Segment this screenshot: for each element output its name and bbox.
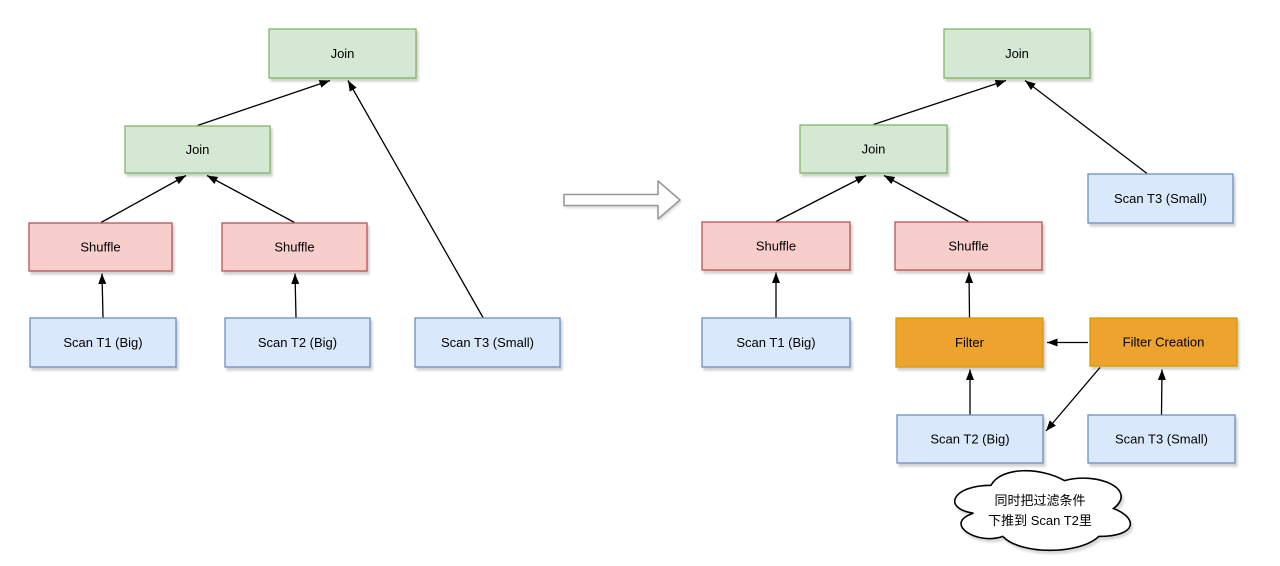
left-join-top-label: Join: [331, 46, 355, 61]
right-join-top-node: Join: [943, 28, 1091, 79]
edge-right-filter-creation-to-scan-t2: [1045, 367, 1101, 432]
edge-right-filter-to-shuffle-right: [965, 272, 974, 318]
left-shuffle-right-label: Shuffle: [274, 240, 314, 255]
edge-right-shuffle-left-to-join-mid: [775, 174, 867, 223]
left-plan: Join Join Shuffle Shuffle Scan T1 (Big) …: [28, 28, 561, 368]
left-join-mid-label: Join: [186, 142, 210, 157]
edge-right-shuffle-right-to-join-mid: [883, 174, 969, 223]
cloud-shape: [953, 469, 1131, 552]
right-scan-t2-node: Scan T2 (Big): [896, 414, 1044, 464]
left-shuffle-left-label: Shuffle: [80, 240, 120, 255]
right-filter-creation-node: Filter Creation: [1089, 317, 1238, 367]
plan-transition-right-arrow-icon: [563, 180, 681, 220]
right-scan-t2-label: Scan T2 (Big): [930, 432, 1009, 447]
right-filter-creation-label: Filter Creation: [1123, 335, 1205, 350]
left-join-mid-node: Join: [124, 125, 271, 174]
left-scan-t2-label: Scan T2 (Big): [258, 335, 337, 350]
right-shuffle-left-node: Shuffle: [701, 221, 851, 271]
right-scan-t3-top-label: Scan T3 (Small): [1114, 191, 1207, 206]
right-shuffle-right-node: Shuffle: [894, 221, 1043, 271]
right-shuffle-right-label: Shuffle: [948, 239, 988, 254]
right-scan-t3-bottom-node: Scan T3 (Small): [1087, 414, 1236, 464]
callout-text-line1: 同时把过滤条件: [994, 493, 1085, 508]
right-plan: Join Join Scan T3 (Small) Shuffle Shuffl…: [701, 28, 1238, 464]
right-filter-node: Filter: [895, 317, 1044, 368]
right-join-top-label: Join: [1005, 46, 1029, 61]
right-join-mid-label: Join: [862, 142, 886, 157]
edge-left-scan-t3-to-join-top: [347, 80, 484, 318]
left-shuffle-left-node: Shuffle: [28, 222, 173, 272]
right-shuffle-left-label: Shuffle: [756, 239, 796, 254]
edge-left-scan-t2-to-shuffle-right: [291, 273, 300, 318]
right-scan-t1-label: Scan T1 (Big): [736, 335, 815, 350]
left-scan-t1-node: Scan T1 (Big): [29, 317, 177, 368]
edge-left-scan-t1-to-shuffle-left: [98, 273, 107, 318]
edge-left-shuffle-left-to-join-mid: [100, 174, 187, 224]
left-join-top-node: Join: [268, 28, 417, 79]
right-scan-t3-top-node: Scan T3 (Small): [1087, 173, 1234, 224]
right-scan-t3-bottom-label: Scan T3 (Small): [1115, 432, 1208, 447]
edge-left-shuffle-right-to-join-mid: [206, 174, 295, 224]
edge-right-scan-t3-bottom-to-filter-creation: [1157, 369, 1166, 415]
left-scan-t2-node: Scan T2 (Big): [224, 317, 371, 368]
left-shuffle-right-node: Shuffle: [221, 222, 368, 272]
left-scan-t3-label: Scan T3 (Small): [441, 335, 534, 350]
edge-right-join-mid-to-join-top: [873, 79, 1007, 126]
left-scan-t3-node: Scan T3 (Small): [414, 317, 561, 368]
edge-left-join-mid-to-join-top: [197, 79, 331, 127]
right-join-mid-node: Join: [799, 124, 948, 174]
callout-text-line2: 下推到 Scan T2里: [988, 513, 1092, 528]
pushdown-callout-cloud: 同时把过滤条件 下推到 Scan T2里: [953, 469, 1131, 552]
right-scan-t1-node: Scan T1 (Big): [701, 317, 851, 368]
left-scan-t1-label: Scan T1 (Big): [63, 335, 142, 350]
edge-right-scan-t3-top-to-join-top: [1024, 79, 1148, 175]
right-filter-label: Filter: [955, 335, 985, 350]
